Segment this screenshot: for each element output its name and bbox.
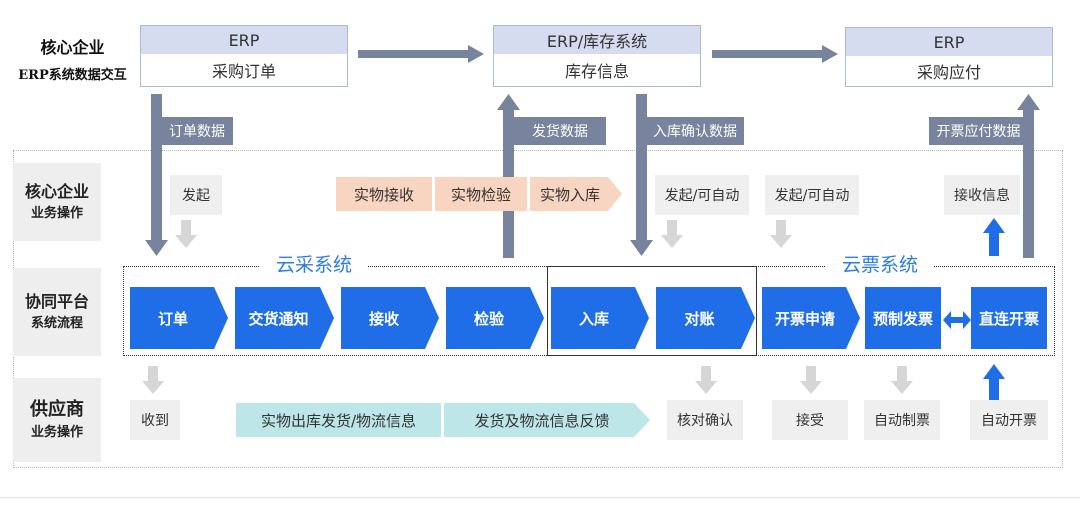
- erp-box-header: ERP: [141, 26, 347, 54]
- core-ops-label-line2: 业务操作: [30, 205, 83, 221]
- salmon-chevron-shape: [336, 177, 432, 211]
- teal-chevrons: [236, 403, 650, 437]
- teal-chevron-shape: [236, 403, 441, 437]
- tag-invoice-payable-data: 开票应付数据: [929, 117, 1028, 145]
- arrow-right-icon: [712, 45, 838, 63]
- core-op-initiate-auto: 发起/可自动: [655, 175, 749, 215]
- arrow-down-icon: [770, 220, 792, 248]
- flow-box-shape: [865, 287, 941, 349]
- arrow-down-icon: [630, 94, 653, 256]
- tag-receipt-confirm-data: 入库确认数据: [646, 117, 744, 145]
- erp-box-body: 采购订单: [211, 62, 276, 81]
- core-op-receive-info: 接收信息: [944, 175, 1020, 215]
- platform-label: 协同平台 系统流程: [13, 268, 101, 356]
- core-op-physical-receive: 实物接收: [353, 185, 414, 204]
- arrow-down-icon: [800, 366, 822, 394]
- arrow-up-icon: [983, 364, 1005, 400]
- salmon-chevrons: [336, 177, 622, 211]
- erp-box-inventory: ERP/库存系统 库存信息: [493, 25, 701, 87]
- flow-chevron-shape: [235, 287, 334, 349]
- erp-box-header: ERP: [846, 28, 1052, 56]
- erp-box-body: 采购应付: [916, 63, 981, 82]
- flow-box-shape: [971, 287, 1047, 349]
- arrow-down-icon: [891, 366, 913, 394]
- arrow-down-icon: [145, 94, 168, 256]
- teal-chevron-shape: [444, 403, 650, 437]
- top-row-label-line2: ERP系统数据交互: [18, 67, 127, 83]
- supplier-ops-label-line2: 业务操作: [30, 425, 83, 441]
- flow-chevron-shape: [341, 287, 439, 349]
- top-row-label-line1: 核心企业: [40, 37, 105, 57]
- arrow-up-icon: [1017, 94, 1040, 258]
- flow-chevron-shape: [551, 287, 649, 349]
- flow-step-direct-invoice: 直连开票: [978, 309, 1039, 328]
- flow-chevron-shape: [130, 287, 228, 349]
- supplier-op-verify: 核对确认: [667, 400, 743, 440]
- erp-box-purchase-order: ERP 采购订单: [140, 25, 348, 87]
- arrow-down-icon: [695, 366, 717, 394]
- erp-box-body: 库存信息: [564, 62, 629, 81]
- tag-shipping-data: 发货数据: [514, 117, 606, 145]
- flow-step-receive: 接收: [368, 309, 399, 328]
- core-op-physical-stock-in: 实物入库: [539, 185, 600, 204]
- supplier-op-accept: 接受: [772, 400, 848, 440]
- flow-chevron-shape: [446, 287, 544, 349]
- flow-step-invoice-request: 开票申请: [774, 309, 835, 328]
- core-op-physical-inspect: 实物检验: [450, 185, 511, 204]
- top-row-label: 核心企业 ERP系统数据交互: [10, 33, 135, 83]
- flow-step-order: 订单: [157, 309, 188, 328]
- arrow-down-icon: [142, 366, 164, 394]
- system-name-invoice: 云票系统: [826, 249, 934, 277]
- flow-step-delivery-notice: 交货通知: [248, 309, 309, 328]
- core-op-initiate-auto: 发起/可自动: [765, 175, 859, 215]
- platform-label-line1: 协同平台: [24, 291, 89, 311]
- erp-box-payable: ERP 采购应付: [845, 27, 1053, 87]
- erp-box-header: ERP/库存系统: [494, 26, 700, 54]
- double-arrow-icon: [943, 311, 971, 329]
- tag-order-data: 订单数据: [161, 117, 233, 145]
- core-ops-label-line1: 核心企业: [24, 181, 89, 201]
- arrow-right-icon: [358, 45, 484, 63]
- flow-step-stock-in: 入库: [578, 309, 609, 328]
- supplier-op-received: 收到: [130, 400, 180, 440]
- supplier-op-ship-feedback: 发货及物流信息反馈: [474, 411, 610, 430]
- flow-step-inspect: 检验: [473, 309, 504, 328]
- supplier-ops-label-line1: 供应商: [30, 398, 84, 420]
- outer-bottom-line: [0, 497, 1080, 509]
- supplier-op-auto-invoice: 自动开票: [970, 400, 1048, 440]
- flow-chevron-shape: [656, 287, 755, 349]
- platform-label-line2: 系统流程: [30, 315, 83, 331]
- core-ops-label: 核心企业 业务操作: [13, 163, 101, 241]
- arrow-down-icon: [661, 220, 683, 248]
- supplier-ops-label: 供应商 业务操作: [13, 378, 101, 462]
- salmon-chevron-shape: [435, 177, 527, 211]
- system-name-purchase: 云采系统: [260, 249, 368, 277]
- flow-step-pre-invoice: 预制发票: [872, 309, 933, 328]
- reconcile-section-frame: [547, 266, 757, 356]
- flow-step-reconcile: 对账: [684, 309, 715, 328]
- arrow-up-icon: [983, 218, 1005, 256]
- salmon-chevron-shape: [530, 177, 622, 211]
- flow-chevron-shape: [762, 287, 860, 349]
- arrow-down-icon: [175, 220, 197, 248]
- core-op-initiate: 发起: [170, 175, 222, 215]
- supplier-op-auto-make: 自动制票: [864, 400, 940, 440]
- supplier-op-ship-logistics: 实物出库发货/物流信息: [260, 411, 417, 430]
